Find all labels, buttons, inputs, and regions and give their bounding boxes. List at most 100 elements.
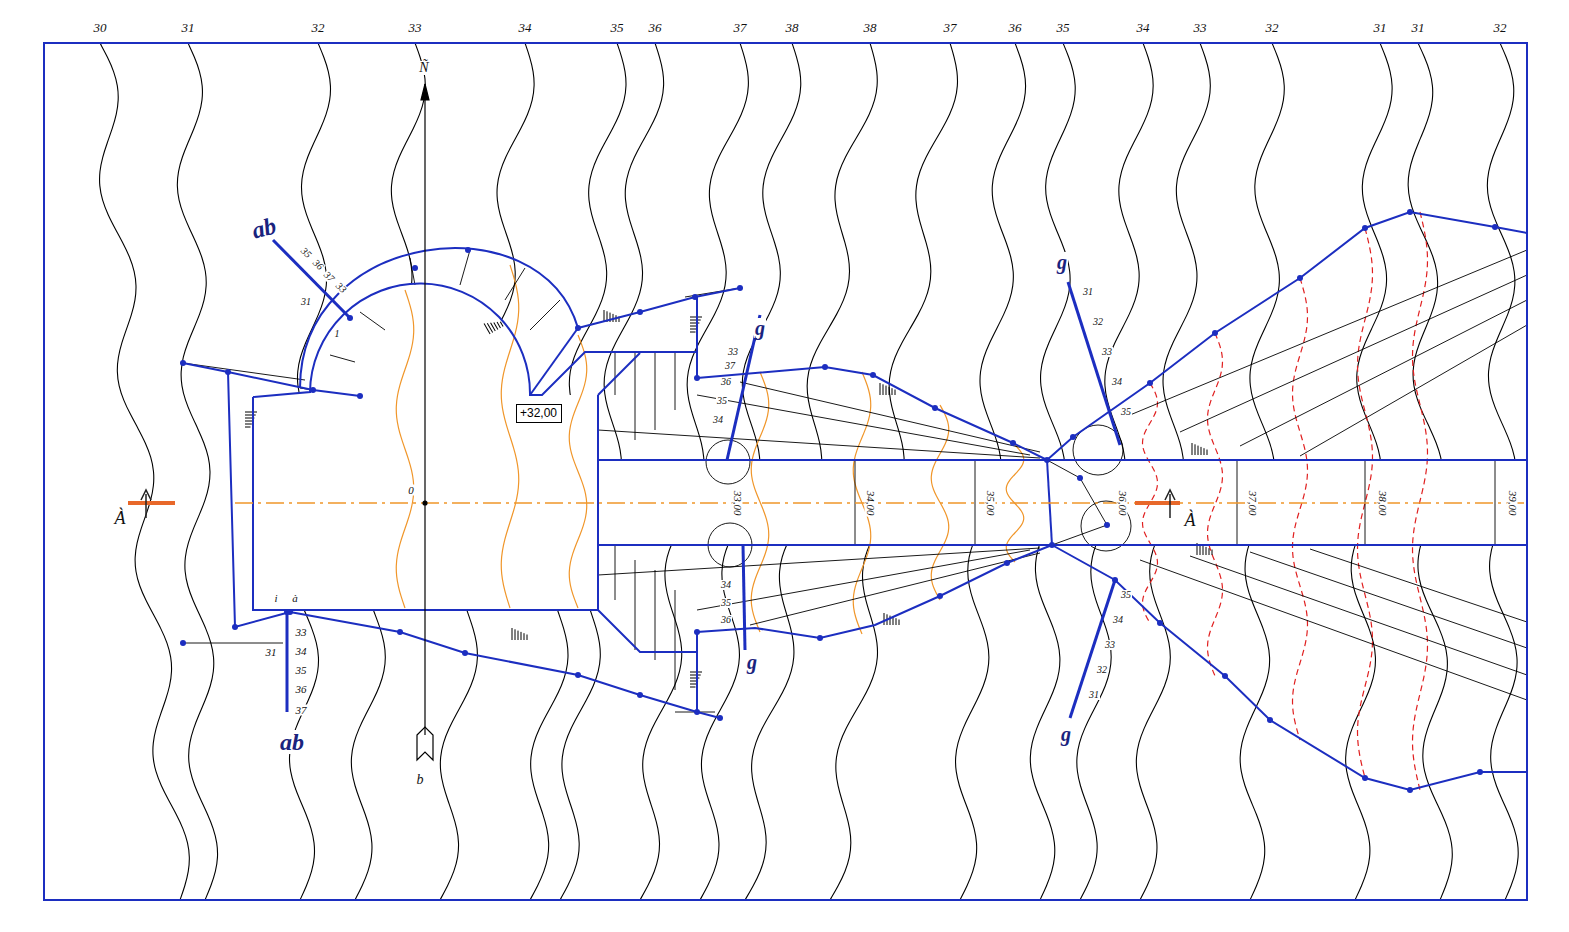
fill-contour <box>1413 212 1428 790</box>
survey-point <box>397 629 403 635</box>
section-line <box>128 501 175 505</box>
terrain-contour <box>177 43 217 900</box>
elevation-tick: i <box>273 593 278 604</box>
slope-tick <box>890 616 891 625</box>
contour-elevation: 35 <box>1056 21 1071 34</box>
excavation-floor <box>253 284 1527 610</box>
fill-contour <box>1293 278 1308 740</box>
survey-point <box>822 364 828 370</box>
survey-point <box>1267 717 1273 723</box>
slope-hatch-line <box>460 250 470 285</box>
slope-hatch-line <box>635 352 636 440</box>
section-line <box>1165 490 1175 518</box>
design-contour <box>396 265 1023 634</box>
road-elevation: 39,00 <box>1507 490 1518 517</box>
contour-elevation: 36 <box>648 21 663 34</box>
slope-hatch-line <box>505 268 525 300</box>
slope-tick <box>1204 448 1205 455</box>
road-elevation: 34,00 <box>865 490 876 517</box>
elevation-tick: 31 <box>1082 287 1094 297</box>
design-contour <box>751 372 768 632</box>
section-mark: Ñ <box>418 61 429 75</box>
elevation-tick: 35 <box>720 598 732 608</box>
survey-point <box>870 372 876 378</box>
profile-letter: g <box>754 318 766 338</box>
slope-tick <box>690 332 696 333</box>
section-line <box>141 490 151 518</box>
slope-tick <box>494 322 498 329</box>
survey-point <box>225 369 231 375</box>
survey-point <box>1070 434 1076 440</box>
earthwork-outline <box>1047 212 1527 460</box>
survey-point <box>694 629 700 635</box>
slope-tick <box>690 684 697 685</box>
north-arrow <box>421 84 429 100</box>
elevation-tick: 37 <box>724 361 736 371</box>
section-line <box>235 502 1527 504</box>
survey-point <box>637 692 643 698</box>
slope-hatch-line <box>750 553 1040 625</box>
contour-elevation: 33 <box>1193 21 1208 34</box>
slope-tick <box>245 421 253 422</box>
elevation-tick: 33 <box>1104 640 1116 650</box>
contour-elevation: 34 <box>518 21 533 34</box>
slope-tick <box>245 412 257 413</box>
earthwork-outline <box>696 297 698 378</box>
survey-point <box>232 624 238 630</box>
elevation-tick: 31 <box>300 297 312 307</box>
section-mark: À <box>114 509 127 527</box>
elevation-tick: 37 <box>321 269 337 285</box>
elevation-tick: 31 <box>1088 690 1100 700</box>
survey-point <box>1104 522 1110 528</box>
slope-tick <box>518 631 519 640</box>
elevation-tick: à <box>291 593 299 604</box>
survey-point <box>412 265 418 271</box>
slope-tick <box>1206 547 1207 555</box>
slope-tick <box>515 629 516 640</box>
survey-point <box>465 247 471 253</box>
slope-tick <box>1192 443 1207 455</box>
elevation-tick: 34 <box>1111 377 1123 387</box>
earthwork-outline <box>1070 580 1115 718</box>
survey-point <box>1362 775 1368 781</box>
earthwork-outline <box>273 240 350 318</box>
earthwork-outline <box>530 328 578 395</box>
slope-tick <box>524 633 525 640</box>
contour-elevation: 31 <box>1373 21 1388 34</box>
contour-elevation: 31 <box>181 21 196 34</box>
survey-point <box>180 209 1498 793</box>
earthwork-outline <box>286 612 289 712</box>
earthwork-outline <box>598 544 1527 546</box>
slope-tick <box>892 388 893 395</box>
elevation-tick: 34 <box>1112 615 1124 625</box>
slope-tick <box>880 383 881 395</box>
elevation-tick: 34 <box>712 415 724 425</box>
contour-elevation: 38 <box>863 21 878 34</box>
earthwork-outline <box>697 632 720 718</box>
earthwork-outline <box>598 353 640 395</box>
survey-point <box>694 709 700 715</box>
survey-point <box>462 650 468 656</box>
slope-hatch-line <box>675 590 676 690</box>
slope-tick <box>690 687 696 688</box>
elevation-tick: 1 <box>334 329 341 339</box>
elevation-tick: 32 <box>1092 317 1104 327</box>
fill-contour <box>1208 333 1223 676</box>
section-letter: ab <box>248 213 279 243</box>
survey-point <box>637 309 643 315</box>
contour-elevation: 37 <box>733 21 748 34</box>
slope-tick <box>690 329 697 330</box>
elevation-tick: 34 <box>720 580 732 590</box>
earthwork-outline <box>578 288 740 328</box>
elevation-tick: 0 <box>407 485 415 496</box>
earthwork-outline <box>697 367 1047 460</box>
survey-point <box>1004 560 1010 566</box>
slope-tick <box>245 415 256 416</box>
slope-tick <box>895 390 896 396</box>
earthwork-outline <box>183 363 360 396</box>
slope-hatch-line <box>1310 549 1527 622</box>
earthwork-outline <box>183 212 1527 790</box>
profile-letter: g <box>1056 252 1068 272</box>
survey-point <box>575 672 581 678</box>
